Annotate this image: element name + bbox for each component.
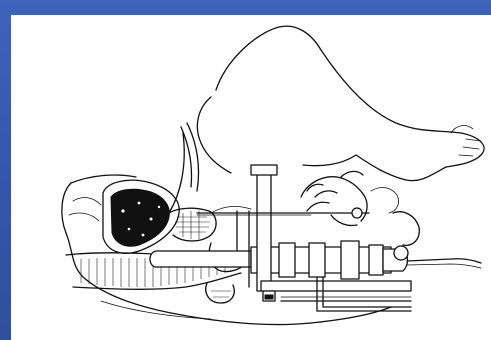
catheter <box>169 133 251 213</box>
procedure-illustration <box>11 15 491 340</box>
needle <box>197 208 369 218</box>
lower-outline <box>101 301 391 323</box>
bladder <box>103 180 179 253</box>
stepper-base <box>261 277 411 311</box>
ultrasound-probe <box>150 241 481 279</box>
raised-leg <box>197 26 484 181</box>
template-stand <box>237 165 277 291</box>
diagram-canvas <box>11 15 491 340</box>
